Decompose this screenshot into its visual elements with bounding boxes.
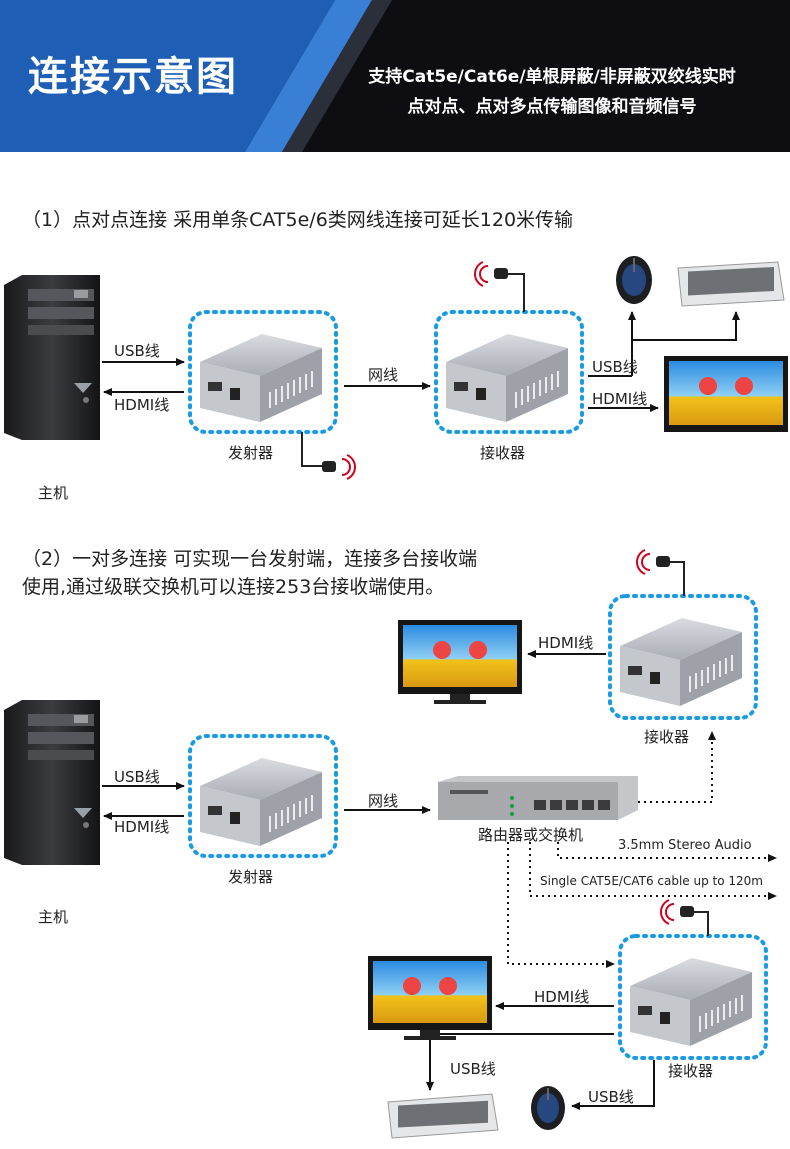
section-1-title: （1）点对点连接 采用单条CAT5e/6类网线连接可延长120米传输 <box>22 209 574 231</box>
ir-sensor-icon-2 <box>636 549 685 596</box>
ir-sensor-icon-3 <box>660 899 709 936</box>
receiver-2-label: 接收器 <box>668 1062 714 1080</box>
monitor-icon-3 <box>368 956 492 1040</box>
cable-dotted-line <box>529 842 777 900</box>
rx-hdmi-cable-label: HDMI线 <box>592 390 648 408</box>
header-banner: 连接示意图 支持Cat5e/Cat6e/单根屏蔽/非屏蔽双绞线实时 点对点、点对… <box>0 0 790 152</box>
transmitter-label-2: 发射器 <box>228 868 274 886</box>
host-pc-icon <box>4 275 100 440</box>
dotted-link-rx1 <box>638 731 716 803</box>
network-cable-label-2: 网线 <box>368 792 399 810</box>
receiver-label: 接收器 <box>480 444 526 462</box>
mouse-icon-2 <box>531 1086 565 1130</box>
banner-background <box>0 0 790 152</box>
section-2-title-line-2: 使用,通过级联交换机可以连接253台接收端使用。 <box>22 576 445 598</box>
hdmi-cable-label: HDMI线 <box>114 396 170 414</box>
rx1-hdmi-cable-label: HDMI线 <box>538 634 594 652</box>
receiver-device-icon-2 <box>608 594 758 720</box>
ir-emitter-icon <box>301 432 356 480</box>
router-switch-label: 路由器或交换机 <box>478 826 584 844</box>
page-title: 连接示意图 <box>28 54 238 100</box>
network-cable-label: 网线 <box>368 366 399 384</box>
rx2-usb-cable-label-2: USB线 <box>588 1088 634 1106</box>
hdmi-cable-label-2: HDMI线 <box>114 818 170 836</box>
host-label: 主机 <box>38 484 69 502</box>
rx2-mouse-arrow <box>571 1060 655 1110</box>
receiver-1-label: 接收器 <box>644 728 690 746</box>
receiver-device-icon <box>434 310 584 434</box>
ir-sensor-icon <box>474 261 525 312</box>
usb-cable-label-2: USB线 <box>114 768 160 786</box>
host-label-2: 主机 <box>38 908 69 926</box>
usb-cable-label: USB线 <box>114 342 160 360</box>
audio-label: 3.5mm Stereo Audio <box>618 838 752 853</box>
router-switch-icon <box>438 776 638 820</box>
rx-usb-cable-label: USB线 <box>592 358 638 376</box>
subtitle-line-2: 点对点、点对多点传输图像和音频信号 <box>407 97 697 117</box>
transmitter-label: 发射器 <box>228 444 274 462</box>
host-pc-icon-2 <box>4 700 100 865</box>
rx2-hdmi-cable-label: HDMI线 <box>534 988 590 1006</box>
monitor-icon <box>664 356 788 432</box>
keyboard-icon <box>677 261 785 307</box>
cable-length-label: Single CAT5E/CAT6 cable up to 120m <box>540 874 763 888</box>
transmitter-device-icon <box>188 310 338 434</box>
receiver-device-icon-3 <box>618 934 768 1060</box>
transmitter-device-icon-2 <box>188 734 338 858</box>
mouse-icon <box>616 256 652 304</box>
monitor-icon-2 <box>398 620 522 704</box>
section-2-title-line-1: （2）一对多连接 可实现一台发射端，连接多台接收端 <box>22 548 478 570</box>
rx2-usb-cable-label-1: USB线 <box>450 1060 496 1078</box>
dotted-link-rx2 <box>507 842 615 968</box>
keyboard-icon-2 <box>387 1093 499 1139</box>
keyboard-arrow <box>632 311 740 341</box>
subtitle-line-1: 支持Cat5e/Cat6e/单根屏蔽/非屏蔽双绞线实时 <box>368 67 736 87</box>
